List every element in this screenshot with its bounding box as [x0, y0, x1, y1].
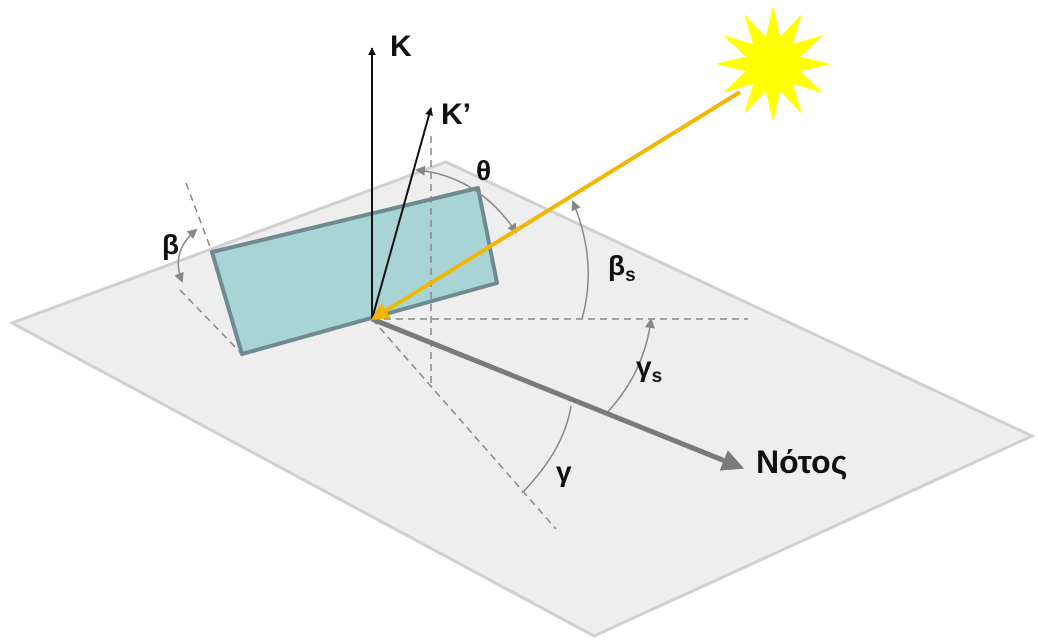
- tilt-label: β: [162, 229, 179, 260]
- sun-ray: [370, 90, 742, 320]
- surface-azimuth-label: γ: [556, 456, 572, 487]
- sun-azimuth-arc: [604, 318, 655, 416]
- sun-azimuth-label: γs: [636, 351, 662, 387]
- tilt-ground-line: [179, 289, 243, 355]
- theta-label: θ: [476, 155, 491, 186]
- zenith-label: K: [390, 30, 412, 63]
- sun-altitude-subscript: s: [625, 265, 636, 286]
- sun-altitude-label: βs: [608, 250, 636, 286]
- panel-edge-extension: [185, 182, 213, 253]
- surface-azimuth-arc: [521, 405, 572, 494]
- tilt-arc: [174, 228, 198, 283]
- normal-vector: [371, 107, 433, 320]
- sun-altitude-arc: [571, 200, 589, 320]
- south-arrow: [371, 316, 745, 471]
- sun-azimuth-symbol: γ: [636, 351, 652, 382]
- south-label: Νότος: [756, 444, 847, 480]
- theta-arc: [415, 165, 518, 234]
- angle-arcs: [174, 165, 655, 494]
- normal-label: K’: [441, 98, 471, 131]
- sun-icon: [716, 7, 830, 121]
- surface-azimuth-line: [371, 318, 557, 530]
- sun-altitude-symbol: β: [608, 250, 625, 281]
- sun-azimuth-subscript: s: [652, 366, 663, 387]
